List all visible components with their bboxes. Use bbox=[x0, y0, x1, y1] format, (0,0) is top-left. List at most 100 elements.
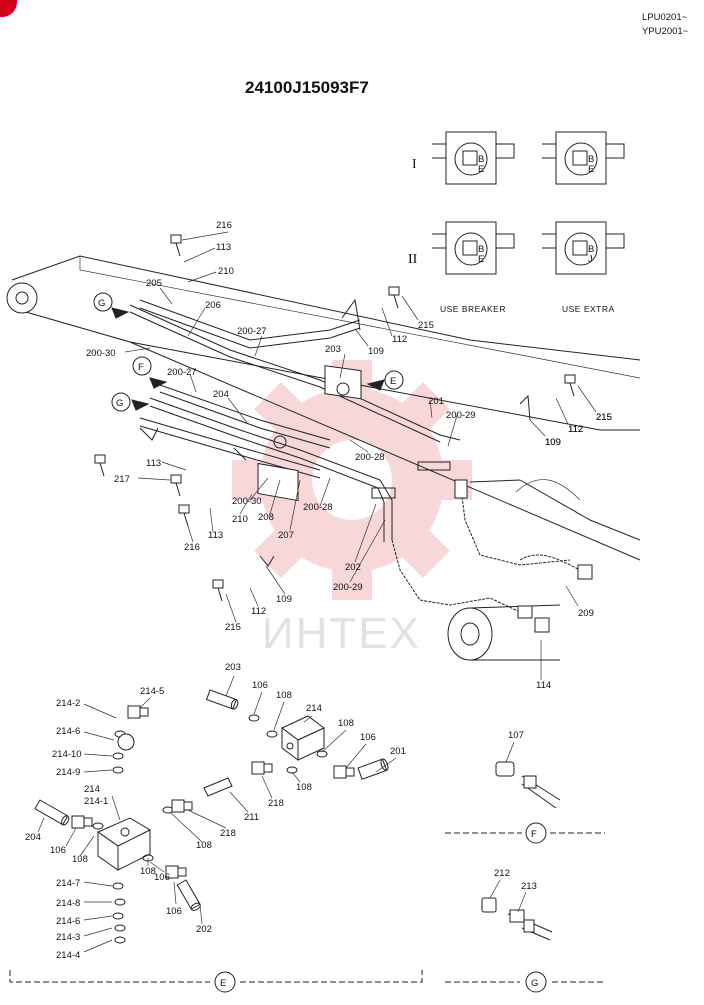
o-ring-icon bbox=[112, 752, 124, 760]
valve-letter: B bbox=[478, 154, 484, 165]
callout-200-30: 200-30 bbox=[232, 477, 269, 507]
o-ring-icon bbox=[114, 924, 126, 932]
bolt-icon bbox=[170, 234, 182, 257]
callout-e-214-3: 214-3 bbox=[56, 927, 113, 943]
callout-215: 215 bbox=[577, 385, 612, 423]
section-e-label: E bbox=[220, 978, 226, 989]
arrow-label-e: E bbox=[390, 376, 396, 387]
callout-label: 106 bbox=[50, 845, 66, 856]
arrow-label-f: F bbox=[138, 362, 144, 373]
section-f-detail: 107 F bbox=[445, 730, 605, 844]
callout-label: 202 bbox=[196, 924, 212, 935]
callout-e-108: 108 bbox=[273, 690, 292, 731]
valve-position-3-icon: BE bbox=[432, 221, 515, 275]
callout-label: 200-28 bbox=[303, 502, 333, 513]
callout-e-108: 108 bbox=[321, 718, 354, 753]
callout-205: 205 bbox=[146, 278, 173, 305]
callout-label: 208 bbox=[258, 512, 274, 523]
nipple-fitting-icon bbox=[251, 761, 273, 775]
valve-position-4-icon: BJ bbox=[542, 221, 625, 275]
nipple-fitting-icon bbox=[171, 799, 193, 813]
callout-213: 213 bbox=[521, 881, 537, 892]
callout-label: 108 bbox=[276, 690, 292, 701]
callout-label: 214-2 bbox=[56, 698, 80, 709]
callout-e-214-8: 214-8 bbox=[56, 898, 112, 909]
section-f-label: F bbox=[531, 829, 537, 840]
tee-fitting-icon bbox=[203, 777, 233, 797]
o-ring-icon bbox=[266, 730, 278, 738]
bolt-icon bbox=[388, 286, 400, 309]
callout-label: 205 bbox=[146, 278, 162, 289]
callout-label: 114 bbox=[536, 680, 551, 691]
callout-label: 214-6 bbox=[56, 726, 80, 737]
callout-e-108: 108 bbox=[291, 771, 312, 793]
o-ring-icon bbox=[286, 766, 298, 774]
nipple-fitting-icon bbox=[127, 705, 149, 719]
callout-208: 208 bbox=[258, 479, 281, 523]
callout-e-201: 201 bbox=[375, 746, 406, 773]
callout-label: 214-9 bbox=[56, 767, 80, 778]
pipe-fitting-icon bbox=[205, 689, 239, 710]
callout-200-27: 200-27 bbox=[167, 367, 197, 393]
callout-label: 214-5 bbox=[140, 686, 164, 697]
valve-letter: E bbox=[478, 164, 484, 175]
callout-200-27: 200-27 bbox=[237, 326, 267, 357]
callout-e-214-10: 214-10 bbox=[52, 749, 113, 760]
callout-label: 207 bbox=[278, 530, 294, 541]
callout-e-204: 204 bbox=[25, 817, 45, 843]
section-f-marker bbox=[525, 822, 547, 844]
section-g-label: G bbox=[531, 978, 538, 989]
callout-e-218: 218 bbox=[187, 809, 236, 839]
callout-label: 214-3 bbox=[56, 932, 80, 943]
callout-e-214-6: 214-6 bbox=[56, 726, 115, 741]
serial-range-2: YPU2001~ bbox=[642, 26, 689, 37]
pipe-fitting-icon bbox=[176, 879, 201, 911]
callout-label: 109 bbox=[276, 594, 292, 605]
o-ring-icon bbox=[112, 912, 124, 920]
callout-label: 109 bbox=[368, 346, 384, 357]
callout-label: 112 bbox=[568, 424, 583, 435]
callout-e-214-6: 214-6 bbox=[56, 915, 113, 927]
callout-label: 215 bbox=[418, 320, 434, 331]
pipe-fitting-icon bbox=[34, 799, 70, 826]
callout-109: 109 bbox=[265, 565, 292, 605]
section-e-bracket bbox=[9, 970, 423, 983]
callout-label: 200-29 bbox=[446, 410, 476, 421]
callout-label: 108 bbox=[296, 782, 312, 793]
callout-216: 216 bbox=[184, 519, 200, 553]
callout-label: 217 bbox=[114, 474, 130, 485]
callout-label: 214-6 bbox=[56, 916, 80, 927]
callout-label: 106 bbox=[166, 906, 182, 917]
callout-215: 215 bbox=[401, 295, 434, 331]
callout-label: 106 bbox=[154, 872, 170, 883]
section-e-exploded-view: 214-5214-2214-6214-10214-9214214-1204106… bbox=[25, 662, 406, 961]
valve-position-1-icon: BE bbox=[432, 131, 515, 185]
bolt-icon bbox=[170, 474, 182, 497]
bolt-icon bbox=[564, 374, 576, 397]
callout-212: 212 bbox=[494, 868, 510, 879]
callout-label: 108 bbox=[140, 866, 156, 877]
valve-letter: E bbox=[478, 254, 484, 265]
valve-position-2-icon: BE bbox=[542, 131, 625, 185]
callout-label: 200-28 bbox=[355, 452, 385, 463]
callout-label: 106 bbox=[360, 732, 376, 743]
callout-label: 203 bbox=[325, 344, 341, 355]
serial-range-1: LPU0201~ bbox=[642, 12, 688, 23]
callout-210: 210 bbox=[187, 266, 234, 283]
callout-107: 107 bbox=[508, 730, 524, 741]
callout-label: 112 bbox=[251, 606, 266, 617]
callout-label: 200-29 bbox=[333, 582, 363, 593]
callout-label: 113 bbox=[146, 458, 161, 469]
arrow-label-g-lower: G bbox=[116, 398, 123, 409]
arrow-label-g-upper: G bbox=[98, 298, 105, 309]
o-ring-icon bbox=[114, 936, 126, 944]
callout-200-29: 200-29 bbox=[446, 410, 476, 447]
callout-label: 202 bbox=[345, 562, 361, 573]
callout-203: 203 bbox=[325, 344, 346, 379]
o-ring-icon bbox=[112, 882, 124, 890]
callout-e-214-1: 214-1 bbox=[84, 796, 108, 807]
use-extra-caption: USE EXTRA bbox=[562, 304, 615, 314]
callout-label: 210 bbox=[218, 266, 234, 277]
